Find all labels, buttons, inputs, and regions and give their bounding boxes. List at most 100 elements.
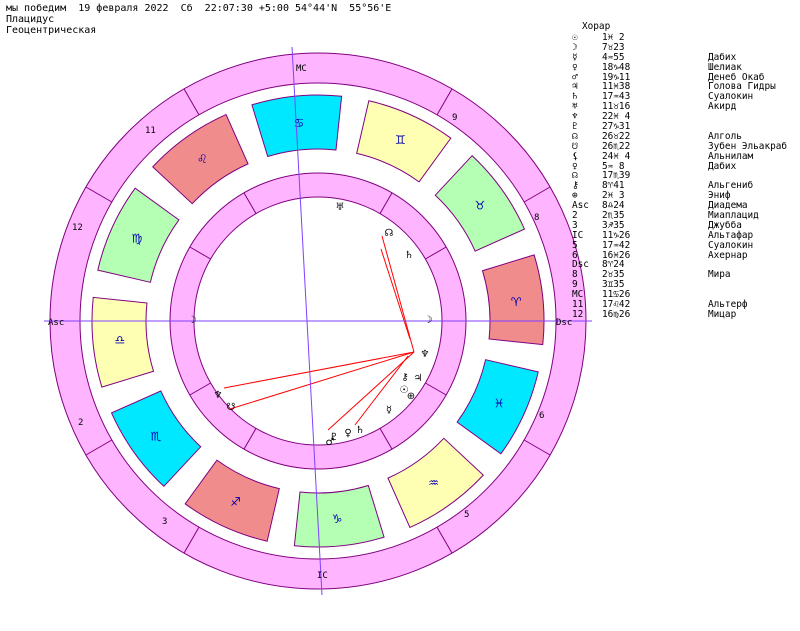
row-symbol: ♅ <box>572 101 578 113</box>
row-position: 18♑48 <box>602 61 631 73</box>
house-number-3: 3 <box>162 517 167 527</box>
row-position: 8♎24 <box>602 200 625 212</box>
row-position: 1♓ 2 <box>602 32 625 43</box>
label-mc: MC <box>296 64 307 74</box>
row-fixed-star: Акирд <box>708 101 737 113</box>
sign-sector <box>97 187 180 283</box>
row-symbol: ☊ <box>572 170 578 182</box>
house-number-2: 2 <box>78 418 83 428</box>
mercury-glyph: ☿ <box>386 405 392 416</box>
row-symbol: ☽ <box>572 41 578 53</box>
row-position: 7♉23 <box>602 41 625 53</box>
sign-sector <box>184 459 280 542</box>
row-symbol: ♆ <box>572 111 578 123</box>
house-cusp-line <box>183 88 200 116</box>
row-symbol: ♄ <box>572 91 578 103</box>
coordinate-system-label: Геоцентрическая <box>6 25 97 36</box>
sign-sector <box>91 296 155 388</box>
angle-axes <box>44 46 592 596</box>
row-position: 17♒43 <box>602 91 631 103</box>
row-position: 24♓ 4 <box>602 150 631 162</box>
house-cusp-line <box>85 439 113 456</box>
row-position: 2♏35 <box>602 210 625 222</box>
sun-glyph: ☉ <box>400 385 409 396</box>
row-fixed-star: Миаплацид <box>708 210 759 222</box>
house-cusp-line <box>436 526 453 554</box>
row-symbol: 12 <box>572 308 584 320</box>
sign-sector <box>456 359 539 455</box>
row-symbol: ⚸ <box>572 150 579 162</box>
south-node-glyph: ☋ <box>227 402 236 413</box>
row-position: 26♏22 <box>602 140 631 152</box>
sign-sector <box>387 437 484 529</box>
row-fixed-star: Алголь <box>708 130 742 142</box>
house-system-label: Плацидус <box>6 14 55 25</box>
row-fixed-star: Суалокин <box>708 91 754 103</box>
inner-house-line <box>425 382 447 396</box>
label-ic: IC <box>317 571 328 581</box>
row-symbol: ☉ <box>572 32 578 43</box>
row-symbol: ☿ <box>572 51 578 63</box>
row-fixed-star: Денеб Окаб <box>708 71 765 83</box>
node-glyph: ☊ <box>385 228 394 239</box>
moon-glyph: ☽ <box>188 315 197 326</box>
pluto-glyph: ♇ <box>330 432 339 443</box>
neptune2-glyph: ♆ <box>214 390 223 401</box>
row-fixed-star: Диадема <box>708 200 748 212</box>
row-position: 19♑11 <box>602 71 631 83</box>
row-fixed-star: Ахернар <box>708 249 748 261</box>
position-row: ☽ 7♉23 <box>572 41 625 53</box>
house-number-11: 11 <box>145 126 156 136</box>
row-position: 16♍26 <box>602 308 631 320</box>
row-symbol: ♀ <box>572 160 578 172</box>
neptune-glyph: ♆ <box>421 349 430 360</box>
row-position: 2♓ 3 <box>602 190 625 202</box>
row-position: 11♑26 <box>602 229 631 241</box>
sign-glyph: ♎ <box>115 333 126 347</box>
aspect-line <box>229 351 415 410</box>
row-symbol: ☋ <box>572 140 578 152</box>
house-cusp-line <box>436 88 453 116</box>
label-asc: Asc <box>48 318 64 328</box>
sign-glyph: ♑ <box>332 512 343 526</box>
mars-glyph: ♂ <box>326 437 335 448</box>
house-cusp-line <box>523 186 551 203</box>
house-number-12: 12 <box>72 223 83 233</box>
venus-glyph: ♀ <box>344 428 351 439</box>
label-dsc: Dsc <box>556 318 572 328</box>
row-symbol: ♇ <box>572 121 578 133</box>
inner-house-line <box>189 382 211 396</box>
house-number-6: 6 <box>539 411 544 421</box>
row-symbol: 9 <box>572 279 578 291</box>
row-position: 4♒55 <box>602 51 625 63</box>
row-fixed-star: Альгениб <box>708 180 754 192</box>
sign-glyph: ♍ <box>132 231 143 245</box>
house-labels: MC IC Asc Dsc 11 9 12 8 2 6 3 5 <box>48 64 572 581</box>
row-position: 8♈41 <box>602 180 625 192</box>
row-fixed-star: Эниф <box>708 190 731 202</box>
position-row: ♄ 17♒43 Суалокин <box>572 91 753 103</box>
row-symbol: 3 <box>572 219 578 231</box>
row-position: 16♓26 <box>602 249 631 261</box>
inner-house-line <box>379 428 393 450</box>
house-cusp-line <box>183 526 200 554</box>
inner-house-line <box>189 246 211 260</box>
mars-node-glyph: ♄ <box>405 250 414 261</box>
